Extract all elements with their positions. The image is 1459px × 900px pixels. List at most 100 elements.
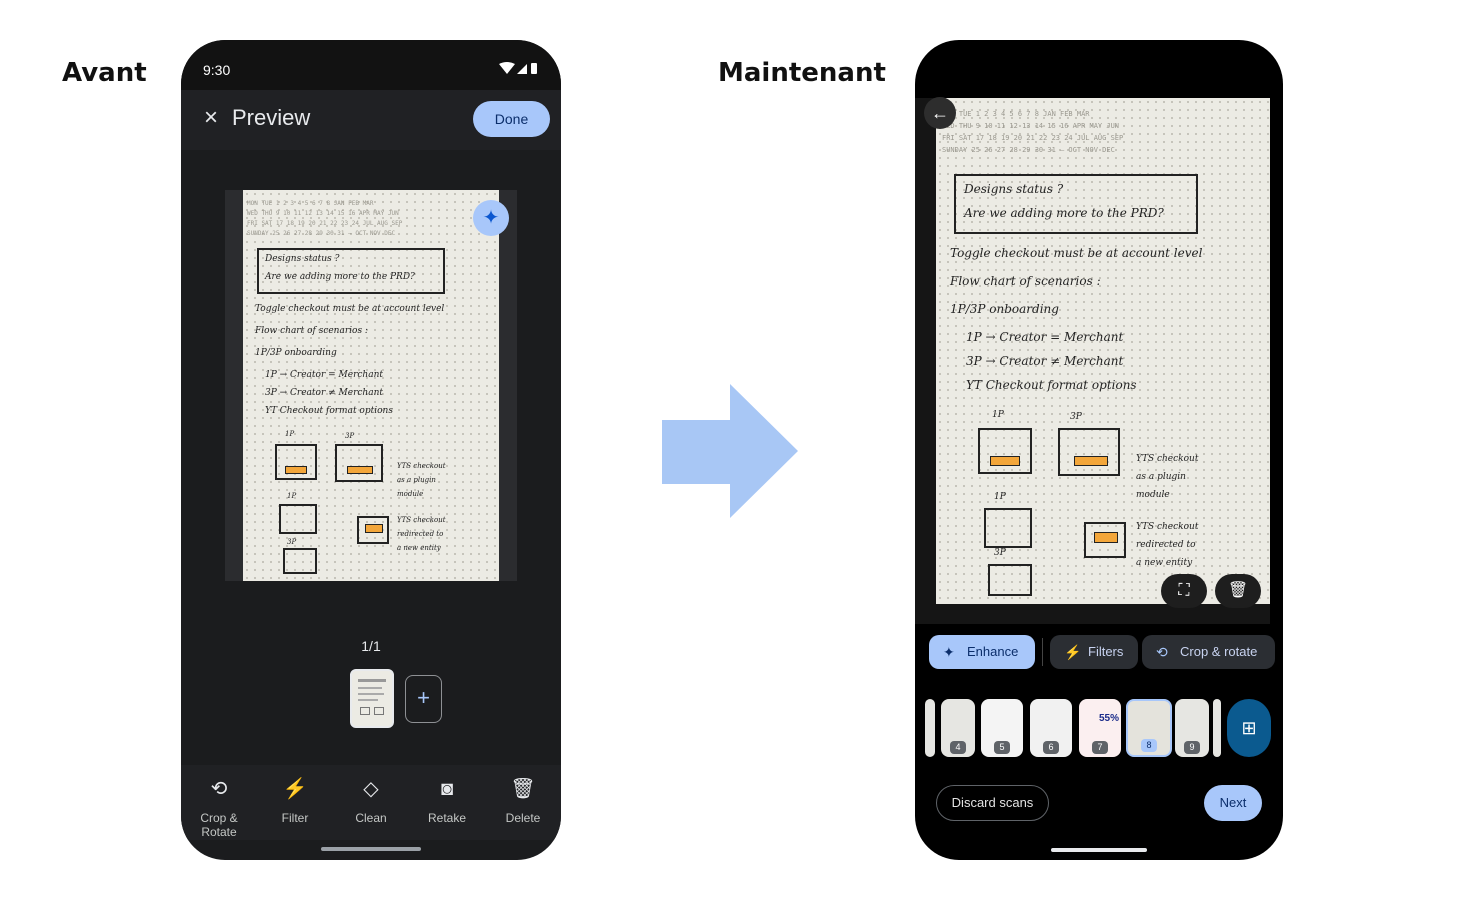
note-line: Toggle checkout must be at account level — [255, 304, 445, 314]
note-line: Designs status ? — [265, 254, 340, 264]
highlight — [1074, 456, 1108, 466]
note-line: 3P — [1070, 412, 1082, 422]
note-line: 1P/3P onboarding — [255, 348, 337, 358]
highlight — [285, 466, 307, 474]
page-number-badge: 6 — [1043, 741, 1059, 754]
note-line: 3P — [287, 538, 297, 546]
add-page-button[interactable]: + — [405, 675, 442, 723]
note-line: redirected to — [397, 530, 444, 538]
note-line: 3P → Creator ≠ Merchant — [265, 388, 383, 398]
highlight — [365, 524, 383, 533]
diagram-box — [978, 428, 1032, 474]
page-number-badge: 5 — [994, 741, 1010, 754]
highlight — [347, 466, 373, 474]
filter-button[interactable]: ⚡ Filter — [257, 775, 333, 825]
note-line: YTS checkout — [1136, 454, 1199, 464]
calendar-row: MON TUE 1 2 3 4 5 6 7 8 JAN FEB MAR — [942, 110, 1090, 118]
phone-after: MON TUE 1 2 3 4 5 6 7 8 JAN FEB MAR WED … — [915, 40, 1283, 860]
note-line: 1P — [287, 492, 297, 500]
crop-rotate-chip[interactable]: ⟲ Crop & rotate — [1142, 635, 1275, 669]
page-thumbnail[interactable]: 9 — [1175, 699, 1209, 757]
before-label: Avant — [62, 58, 147, 88]
sparkle-icon: ✦ — [943, 644, 955, 660]
page-thumbnail[interactable]: 4 — [941, 699, 975, 757]
page-number-badge: 9 — [1184, 741, 1200, 754]
done-button[interactable]: Done — [473, 101, 550, 137]
status-bar: 9:30 — [181, 40, 561, 90]
page-thumbnail-selected[interactable]: 8 — [1126, 699, 1172, 757]
wifi-battery-icon — [499, 62, 537, 74]
back-arrow-icon[interactable]: ← — [924, 97, 956, 129]
scanned-page[interactable]: MON TUE 1 2 3 4 5 6 7 8 JAN FEB MAR WED … — [243, 190, 499, 581]
magic-wand-icon: ⚡ — [282, 778, 308, 800]
filters-chip[interactable]: ⚡ Filters — [1050, 635, 1138, 669]
magic-wand-icon: ⚡ — [1064, 644, 1082, 660]
calendar-row: FRI SAT 17 18 19 20 21 22 23 24 JUL AUG … — [942, 134, 1124, 142]
thumbnail-strip: 4 5 6 55% 7 8 9 — [925, 699, 1227, 759]
note-line: YT Checkout format options — [265, 406, 393, 416]
diagram-box — [357, 516, 389, 544]
highlight — [990, 456, 1020, 466]
note-box — [257, 248, 445, 294]
retake-button[interactable]: ◙ Retake — [409, 775, 485, 825]
note-line: YT Checkout format options — [966, 378, 1137, 392]
tool-label: Crop & Rotate — [200, 811, 238, 839]
scanned-page[interactable]: MON TUE 1 2 3 4 5 6 7 8 JAN FEB MAR WED … — [936, 98, 1270, 604]
trash-icon: 🗑 — [510, 778, 536, 800]
home-indicator[interactable] — [321, 847, 421, 851]
trash-icon[interactable]: 🗑 — [1215, 574, 1261, 608]
note-line: redirected to — [1136, 540, 1196, 550]
chip-label: Enhance — [967, 644, 1019, 659]
diagram-box — [984, 508, 1032, 548]
page-title: Preview — [232, 105, 311, 130]
page-thumbnail[interactable]: 5 — [981, 699, 1023, 757]
note-line: Are we adding more to the PRD? — [964, 206, 1164, 220]
note-line: Are we adding more to the PRD? — [265, 272, 415, 282]
next-button[interactable]: Next — [1204, 785, 1262, 821]
page-thumbnail[interactable]: 55% 7 — [1079, 699, 1121, 757]
calendar-row: SUNDAY 25 26 27 28 29 30 31 — OCT NOV DE… — [247, 230, 396, 237]
crop-rotate-button[interactable]: ⟲ Crop & Rotate — [181, 775, 257, 839]
page-thumbnail[interactable] — [350, 669, 394, 728]
calendar-row: SUNDAY 25 26 27 28 29 30 31 — OCT NOV DE… — [942, 146, 1115, 154]
calendar-row: FRI SAT 17 18 19 20 21 22 23 24 JUL AUG … — [247, 220, 403, 227]
preview-area: MON TUE 1 2 3 4 5 6 7 8 JAN FEB MAR WED … — [181, 150, 561, 765]
page-number-badge: 4 — [950, 741, 966, 754]
note-line: 1P → Creator = Merchant — [265, 370, 383, 380]
enhance-chip[interactable]: ✦ Enhance — [929, 635, 1035, 669]
page-counter: 1/1 — [361, 638, 381, 654]
note-line: Flow chart of scenarios : — [950, 274, 1101, 288]
add-page-icon[interactable]: ⊞ — [1227, 699, 1271, 757]
note-line: 3P — [994, 548, 1006, 558]
chip-label: Crop & rotate — [1180, 644, 1258, 659]
discard-scans-button[interactable]: Discard scans — [936, 785, 1049, 821]
calendar-row: WED THU 9 10 11 12 13 14 15 16 APR MAY J… — [247, 210, 399, 217]
note-line: YTS checkout — [1136, 522, 1199, 532]
focus-scan-icon[interactable]: ⛶ — [1161, 574, 1207, 608]
diagram-box — [1058, 428, 1120, 476]
page-thumbnail[interactable]: 6 — [1030, 699, 1072, 757]
sparkle-icon[interactable]: ✦ — [473, 200, 509, 236]
arrow-right-icon — [662, 384, 798, 518]
delete-button[interactable]: 🗑 Delete — [485, 775, 561, 825]
note-line: Designs status ? — [964, 182, 1064, 196]
phone-before: 9:30 × Preview Done MON TUE 1 2 3 4 5 6 … — [181, 40, 561, 860]
note-line: a new entity — [1136, 558, 1193, 568]
diagram-box — [275, 444, 317, 480]
page-thumbnail[interactable] — [1213, 699, 1221, 757]
close-icon[interactable]: × — [203, 104, 218, 131]
calendar-row: MON TUE 1 2 3 4 5 6 7 8 JAN FEB MAR — [247, 200, 374, 207]
status-icons — [499, 62, 539, 77]
tool-label: Clean — [355, 811, 387, 825]
note-line: 3P — [345, 432, 355, 440]
page-number-badge: 8 — [1141, 739, 1157, 752]
page-thumbnail[interactable] — [925, 699, 935, 757]
status-time: 9:30 — [203, 62, 231, 78]
home-indicator[interactable] — [1051, 848, 1147, 852]
note-line: Flow chart of scenarios : — [255, 326, 368, 336]
thumbnail-text: 55% — [1099, 713, 1120, 724]
bottom-toolbar: ⟲ Crop & Rotate ⚡ Filter ◇ Clean ◙ Retak… — [181, 765, 561, 840]
clean-button[interactable]: ◇ Clean — [333, 775, 409, 825]
note-line: Toggle checkout must be at account level — [950, 246, 1203, 260]
